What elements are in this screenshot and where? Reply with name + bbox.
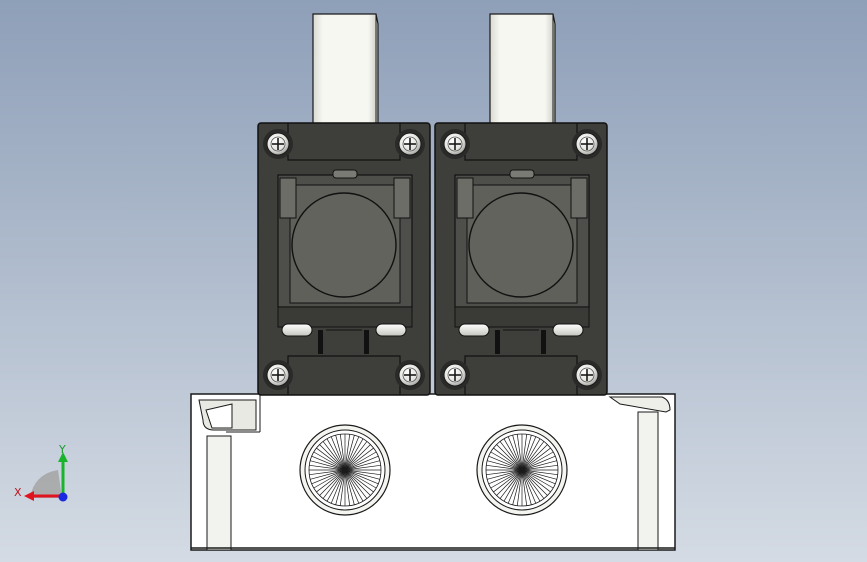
orientation-triad: Y X	[14, 443, 68, 502]
screw-icon	[395, 129, 425, 159]
solenoid-valve-1[interactable]	[257, 13, 431, 396]
solenoid-valves	[257, 13, 608, 396]
solenoid-valve-2[interactable]	[434, 13, 608, 396]
screw-icon	[572, 129, 602, 159]
screw-icon	[440, 129, 470, 159]
triad-z-axis-icon	[58, 492, 68, 502]
connector-dome	[291, 192, 397, 298]
screw-icon	[572, 360, 602, 390]
manifold-ports	[299, 424, 568, 516]
triad-y-arrow-icon	[58, 452, 68, 462]
triad-y-label: Y	[58, 443, 66, 456]
triad-plane-icon	[30, 470, 62, 498]
screw-icon	[263, 129, 293, 159]
triad-x-label: X	[14, 486, 22, 499]
coil-lead	[489, 13, 556, 125]
screw-icon	[395, 360, 425, 390]
connector-dome	[468, 192, 574, 298]
port-2[interactable]	[476, 424, 568, 516]
port-1[interactable]	[299, 424, 391, 516]
screw-icon	[440, 360, 470, 390]
coil-lead	[312, 13, 379, 125]
manifold-block[interactable]	[190, 393, 676, 551]
screw-icon	[263, 360, 293, 390]
triad-x-arrow-icon	[24, 491, 34, 501]
